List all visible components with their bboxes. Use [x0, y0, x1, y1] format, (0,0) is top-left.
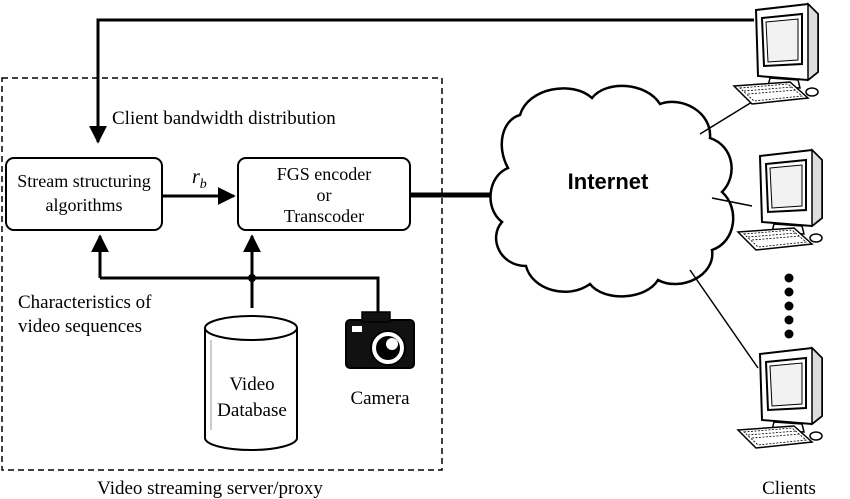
- database-line2: Database: [217, 400, 287, 421]
- bandwidth-label: Client bandwidth distribution: [112, 108, 336, 129]
- rate-subscript: b: [200, 177, 207, 192]
- encoder-line1: FGS encoder: [277, 164, 371, 184]
- encoder-line3: Transcoder: [284, 206, 364, 226]
- server-label: Video streaming server/proxy: [97, 478, 323, 499]
- computer-icon: [737, 149, 823, 251]
- bandwidth-feedback-line: [89, 18, 754, 144]
- client-link-2: [711, 197, 753, 207]
- characteristics-line1: Characteristics of: [18, 292, 152, 313]
- server-boundary: [1, 77, 443, 471]
- database-icon: [204, 315, 298, 451]
- rate-symbol: rb: [192, 166, 207, 192]
- encoder-line2: or: [317, 185, 332, 205]
- stream-block-line2: algorithms: [46, 195, 123, 215]
- more-clients-ellipsis: [784, 273, 794, 339]
- client-link-1: [699, 101, 753, 135]
- rate-symbol-letter: r: [192, 166, 200, 188]
- camera-line: [252, 276, 380, 316]
- clients-label: Clients: [762, 478, 816, 499]
- client-link-3: [689, 269, 759, 369]
- database-line1: Video: [229, 374, 274, 395]
- characteristics-line2: video sequences: [18, 316, 142, 337]
- stream-structuring-block: [5, 157, 163, 231]
- cloud-icon: [489, 84, 735, 298]
- stream-block-line1: Stream structuring: [17, 171, 150, 191]
- computer-icon: [737, 347, 823, 449]
- camera-label: Camera: [350, 388, 410, 409]
- camera-icon: [345, 311, 415, 369]
- internet-label: Internet: [568, 169, 649, 194]
